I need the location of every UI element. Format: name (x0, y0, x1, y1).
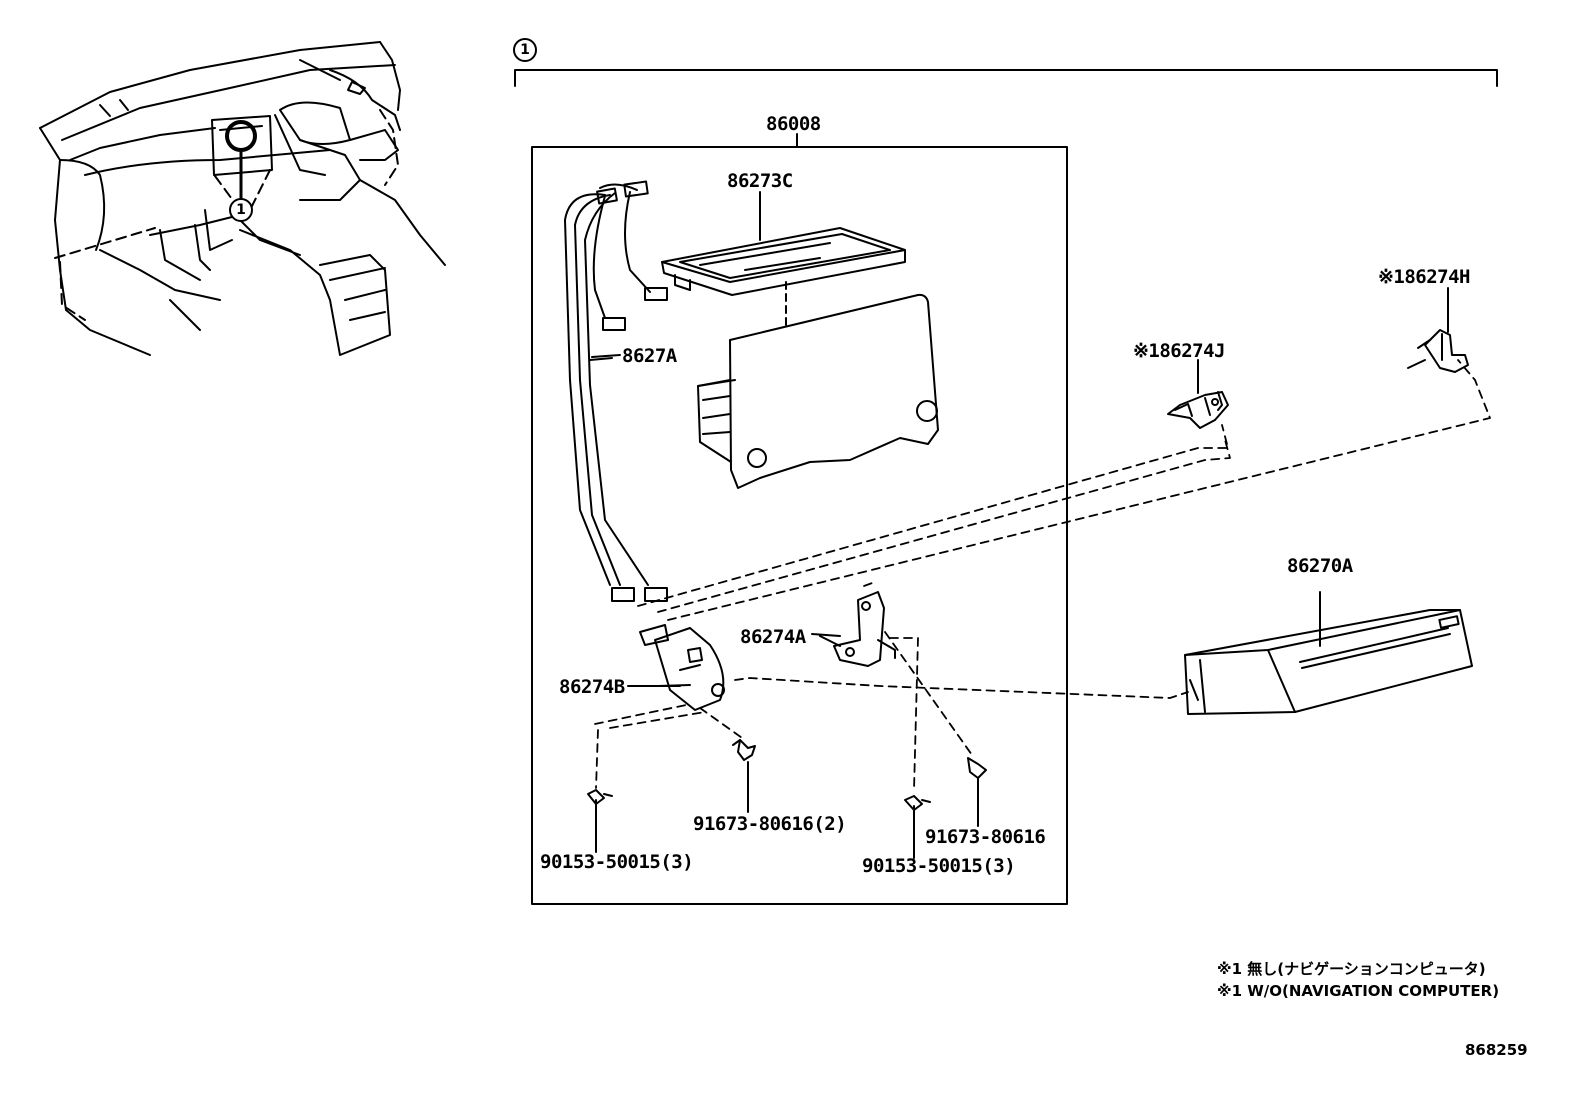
main-display-unit (697, 293, 939, 489)
callout-marker-dashboard: 1 (229, 198, 253, 222)
part-86274b-bracket (639, 624, 725, 711)
label-bolt-91673-80616-2: 91673-80616(2) (693, 813, 847, 835)
part-8627a-harness (564, 180, 668, 602)
callout-1-bracket (514, 69, 1498, 87)
note-japanese: ※1 無し(ナビゲーションコンピュータ) (1217, 960, 1486, 978)
label-86274h: ※186274H (1378, 266, 1471, 288)
part-86273c-board (661, 191, 906, 326)
label-86273c: 86273C (727, 170, 793, 192)
part-86274a-bracket (819, 591, 896, 667)
note-english: ※1 W/O(NAVIGATION COMPUTER) (1217, 982, 1500, 1000)
label-8627a: 8627A (622, 345, 677, 367)
leader-lines (591, 354, 841, 687)
dashed-assembly-lines (594, 359, 1491, 791)
label-bolt-90153-50015-left: 90153-50015(3) (540, 851, 694, 873)
label-86274a: 86274A (740, 626, 806, 648)
part-86270a-unit (1184, 591, 1473, 715)
assembly-86008-box (531, 146, 1068, 905)
label-86274b: 86274B (559, 676, 625, 698)
label-bolt-90153-50015-right: 90153-50015(3) (862, 855, 1016, 877)
part-86274h-bracket (1407, 287, 1469, 373)
label-86270a: 86270A (1287, 555, 1353, 577)
diagram-id: 868259 (1465, 1041, 1528, 1059)
label-86274j: ※186274J (1133, 340, 1226, 362)
label-bolt-91673-80616: 91673-80616 (925, 826, 1046, 848)
dashboard-location-illustration (39, 41, 446, 356)
label-86008: 86008 (766, 113, 821, 135)
callout-marker-top: 1 (513, 38, 537, 62)
screws (587, 739, 987, 859)
part-86274j-bracket (1167, 359, 1229, 429)
